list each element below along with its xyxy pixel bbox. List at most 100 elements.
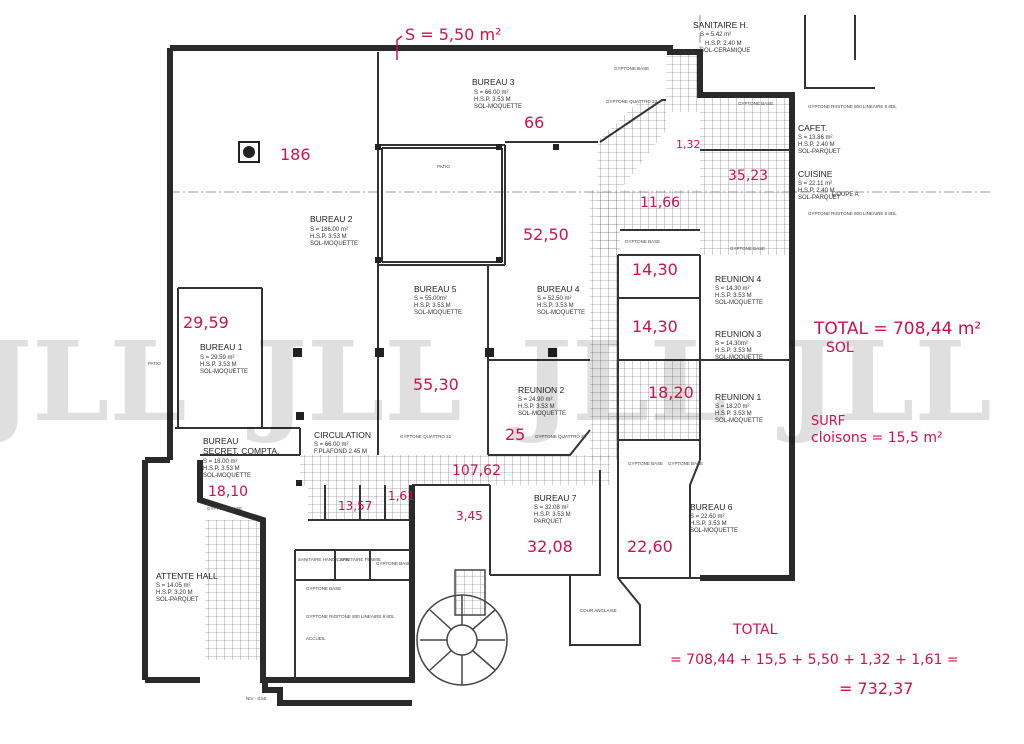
room-reunion4: REUNION 4 S = 14.30 m² H.S.P. 3.53 M SOL…	[715, 274, 763, 306]
svg-text:SANITAIRE H.: SANITAIRE H.	[693, 20, 748, 30]
svg-text:BUREAU 4: BUREAU 4	[537, 284, 580, 294]
sanitaire-femme-label: SANITAIRE FEMME	[340, 557, 381, 562]
gyptone-label: GYPTONE BASE	[625, 239, 660, 244]
room-reunion1: REUNION 1 S = 18.20 m² H.S.P. 3.53 M SOL…	[715, 392, 763, 424]
svg-text:S = 66.00 m²: S = 66.00 m²	[474, 90, 509, 96]
handwritten-annotations: S = 5,50 m² 186 66 29,59 55,30 52,50 25 …	[183, 25, 981, 698]
gyptone-quattro-label: GYPTONE QUATTRO 22	[535, 434, 587, 439]
svg-text:SOL-PARQUET: SOL-PARQUET	[156, 597, 199, 603]
gyptone-quattro-label: GYPTONE QUATTRO 22	[400, 434, 452, 439]
svg-text:BUREAU 2: BUREAU 2	[310, 214, 353, 224]
svg-text:JLL: JLL	[776, 317, 992, 446]
svg-text:JLL: JLL	[0, 317, 187, 446]
svg-text:S = 5.42 m²: S = 5.42 m²	[700, 32, 731, 38]
svg-text:BUREAU 5: BUREAU 5	[414, 284, 457, 294]
gyptone-label: GYPTONE BASE	[614, 66, 649, 71]
room-reunion2: REUNION 2 S = 24.90 m² H.S.P. 3.53 M SOL…	[518, 385, 566, 417]
patio-label: PATIO	[148, 361, 161, 366]
svg-text:S = 14.05 m²: S = 14.05 m²	[156, 583, 191, 589]
svg-text:S = 18.00 m²: S = 18.00 m²	[203, 459, 238, 465]
svg-text:H.S.P. 2.40 M: H.S.P. 2.40 M	[705, 41, 742, 47]
svg-text:S = 14.30m²: S = 14.30m²	[715, 341, 748, 347]
gyptone-quattro-label: GYPTONE QUATTRO 22	[606, 99, 658, 104]
gyptone-label: GYPTONE BASE	[738, 101, 773, 106]
gyptone-label: GYPTONE BASE	[376, 561, 411, 566]
svg-text:H.S.P. 3.53 M: H.S.P. 3.53 M	[200, 362, 237, 368]
hand-sanitaire: 11,66	[640, 195, 680, 211]
room-secret-compta: BUREAU SECRET. COMPTA. S = 18.00 m² H.S.…	[203, 436, 279, 479]
svg-text:S = 24.90 m²: S = 24.90 m²	[518, 397, 553, 403]
svg-text:H.S.P. 2.40 M: H.S.P. 2.40 M	[798, 142, 835, 148]
svg-text:S = 13.86 m²: S = 13.86 m²	[798, 135, 833, 141]
target-symbol	[238, 141, 260, 163]
svg-text:H.S.P. 3.53 M: H.S.P. 3.53 M	[537, 303, 574, 309]
svg-text:REUNION 1: REUNION 1	[715, 392, 762, 402]
svg-text:BUREAU 6: BUREAU 6	[690, 502, 733, 512]
svg-text:H.S.P. 3.53 M: H.S.P. 3.53 M	[715, 411, 752, 417]
svg-text:CIRCULATION: CIRCULATION	[314, 430, 371, 440]
hand-reunion1: 18,20	[648, 383, 694, 402]
hand-bureau6: 22,60	[627, 537, 673, 556]
hand-small4: 3,45	[456, 509, 483, 523]
hand-bureau1: 29,59	[183, 313, 229, 332]
svg-text:SOL-MOQUETTE: SOL-MOQUETTE	[537, 310, 585, 316]
rigitone-label: GYPTONE RIGITONE 800 LINEAIRE 8 8DL	[808, 211, 897, 216]
svg-text:S = 32.08 m²: S = 32.08 m²	[534, 505, 569, 511]
hand-small1: 1,32	[676, 138, 701, 151]
gyptone-label: GYPTONE BASE	[207, 506, 242, 511]
svg-text:SOL-MOQUETTE: SOL-MOQUETTE	[715, 418, 763, 424]
svg-text:S = 18.20 m²: S = 18.20 m²	[715, 404, 750, 410]
hand-circulation: 107,62	[452, 463, 501, 479]
room-cafet: CAFET. S = 13.86 m² H.S.P. 2.40 M SOL-PA…	[798, 123, 841, 155]
room-labels: BUREAU 3 S = 66.00 m² H.S.P. 3.53 M SOL-…	[156, 20, 841, 603]
sanitaire-handicape-label: SANITAIRE HANDICAPE	[298, 557, 349, 562]
svg-text:SOL-MOQUETTE: SOL-MOQUETTE	[715, 300, 763, 306]
svg-text:REUNION 4: REUNION 4	[715, 274, 762, 284]
svg-text:SOL-MOQUETTE: SOL-MOQUETTE	[310, 241, 358, 247]
svg-text:SOL-MOQUETTE: SOL-MOQUETTE	[474, 104, 522, 110]
svg-text:SOL-MOQUETTE: SOL-MOQUETTE	[518, 411, 566, 417]
gyptone-label: GYPTONE BASE	[628, 461, 663, 466]
room-bureau2: BUREAU 2 S = 186.00 m² H.S.P. 3.53 M SOL…	[310, 214, 358, 247]
hand-secret: 18,10	[208, 484, 248, 500]
svg-text:H.S.P. 3.53 M: H.S.P. 3.53 M	[310, 234, 347, 240]
svg-text:S = 22.60 m²: S = 22.60 m²	[690, 514, 725, 520]
svg-text:SOL-MOQUETTE: SOL-MOQUETTE	[200, 369, 248, 375]
svg-text:REUNION 3: REUNION 3	[715, 329, 762, 339]
hand-bureau7: 32,08	[527, 537, 573, 556]
svg-text:H.S.P. 3.53 M: H.S.P. 3.53 M	[414, 303, 451, 309]
svg-text:H.S.P. 3.20 M: H.S.P. 3.20 M	[156, 590, 193, 596]
svg-text:S = 14.30 m²: S = 14.30 m²	[715, 286, 750, 292]
svg-text:REUNION 2: REUNION 2	[518, 385, 565, 395]
svg-text:H.S.P. 2.40 M: H.S.P. 2.40 M	[798, 188, 835, 194]
svg-text:CAFET.: CAFET.	[798, 123, 827, 133]
hand-small2: 13,57	[338, 499, 372, 513]
hand-surf: SURF	[811, 414, 845, 429]
hand-total-title: TOTAL	[732, 622, 778, 638]
hand-reunion4: 14,30	[632, 260, 678, 279]
svg-text:BUREAU 7: BUREAU 7	[534, 493, 577, 503]
hand-bureau3: 66	[524, 113, 544, 132]
hand-cloisons: cloisons = 15,5 m²	[811, 430, 943, 446]
gyptone-label: GYPTONE BASE	[306, 586, 341, 591]
cour-anglaise-label: COUR ANGLAISE	[580, 608, 617, 613]
hand-top-surface: S = 5,50 m²	[405, 25, 501, 44]
svg-text:S = 52.50 m²: S = 52.50 m²	[537, 296, 572, 302]
columns	[293, 144, 559, 486]
hand-small3: 1,61	[388, 489, 415, 503]
coupe-label: COUPE A	[832, 192, 859, 198]
gyptone-label: GYPTONE BASE	[668, 461, 703, 466]
svg-text:SOL-MOQUETTE: SOL-MOQUETTE	[715, 355, 763, 361]
svg-text:F.PLAFOND 2.45 M: F.PLAFOND 2.45 M	[314, 449, 367, 455]
room-bureau5: BUREAU 5 S = 55.00m² H.S.P. 3.53 M SOL-M…	[414, 284, 462, 316]
svg-text:BUREAU 3: BUREAU 3	[472, 77, 515, 87]
tiled-floor	[205, 52, 792, 660]
room-bureau7: BUREAU 7 S = 32.08 m² H.S.P. 3.53 M PARQ…	[534, 493, 577, 525]
svg-text:ATTENTE HALL: ATTENTE HALL	[156, 571, 218, 581]
niveau-label: NIV - 0.55	[246, 696, 267, 701]
svg-text:H.S.P. 3.53 M: H.S.P. 3.53 M	[715, 348, 752, 354]
room-sanitaire-h: SANITAIRE H. S = 5.42 m² H.S.P. 2.40 M S…	[693, 20, 750, 54]
svg-text:JLL: JLL	[246, 317, 462, 446]
svg-text:H.S.P. 3.53 M: H.S.P. 3.53 M	[534, 512, 571, 518]
room-circulation: CIRCULATION S = 66.00 m² F.PLAFOND 2.45 …	[314, 430, 371, 455]
